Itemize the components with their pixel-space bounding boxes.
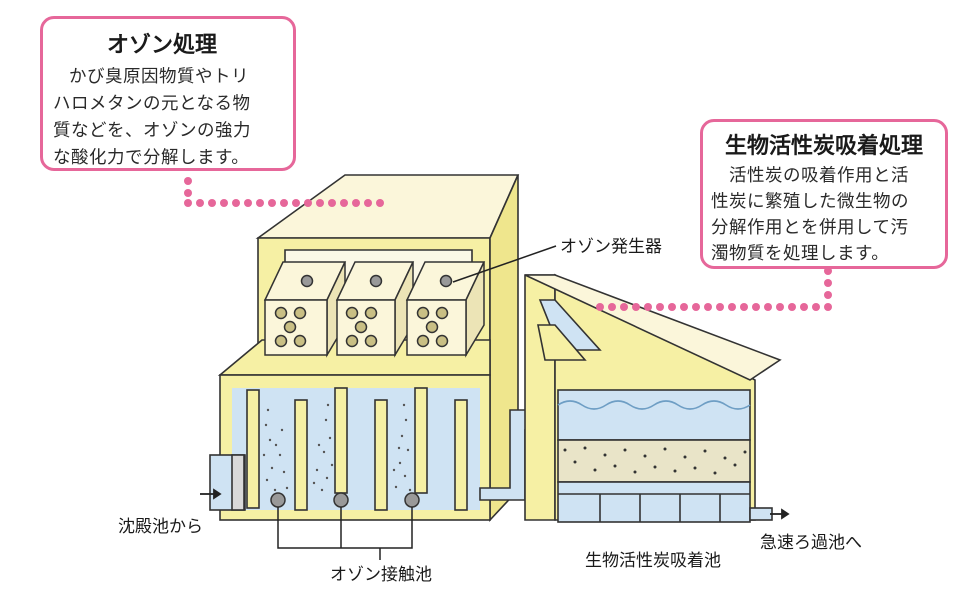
ozone-generator-2 xyxy=(335,261,415,358)
bac-callout-line-2: 性炭に繁殖した微生物の xyxy=(711,192,909,212)
bac-callout-title: 生物活性炭吸着処理 xyxy=(725,134,924,159)
callout-leader-dots xyxy=(184,177,832,311)
bac-callout-line-4: 濁物質を処理します。 xyxy=(711,244,890,264)
ozone-generator-3 xyxy=(405,261,486,358)
ozone-callout-line-2: ハロメタンの元となる物 xyxy=(53,94,251,114)
carbon-media xyxy=(563,446,747,475)
ozone-contact-basin-label: オゾン接触池 xyxy=(330,565,432,585)
ozone-callout-line-3: 質などを、オゾンの強力 xyxy=(53,121,251,141)
ozone-bubbles xyxy=(262,403,412,492)
bac-treatment-callout: 生物活性炭吸着処理 活性炭の吸着作用と活 性炭に繁殖した微生物の 分解作用とを併… xyxy=(700,119,948,269)
ozone-callout-line-4: な酸化力で分解します。 xyxy=(53,148,250,168)
bac-adsorption-tank xyxy=(524,273,782,523)
from-settling-basin-label: 沈殿池から xyxy=(118,517,203,537)
ozone-callout-title: オゾン処理 xyxy=(107,33,218,58)
ozone-generator-1 xyxy=(263,261,347,358)
ozone-generator-label: オゾン発生器 xyxy=(560,237,662,257)
bac-callout-line-3: 分解作用とを併用して汚 xyxy=(711,218,909,238)
to-rapid-filter-label: 急速ろ過池へ xyxy=(760,533,862,553)
outlet-arrow xyxy=(770,508,790,520)
ozone-treatment-callout: オゾン処理 かび臭原因物質やトリ ハロメタンの元となる物 質などを、オゾンの強力… xyxy=(40,16,296,171)
piping-lines xyxy=(277,245,557,560)
inlet-arrow xyxy=(200,488,222,500)
ozone-callout-line-1: かび臭原因物質やトリ xyxy=(69,67,249,87)
bac-adsorption-basin-label: 生物活性炭吸着池 xyxy=(585,551,721,571)
bac-callout-line-1: 活性炭の吸着作用と活 xyxy=(729,166,909,186)
ozone-generators xyxy=(263,261,486,358)
